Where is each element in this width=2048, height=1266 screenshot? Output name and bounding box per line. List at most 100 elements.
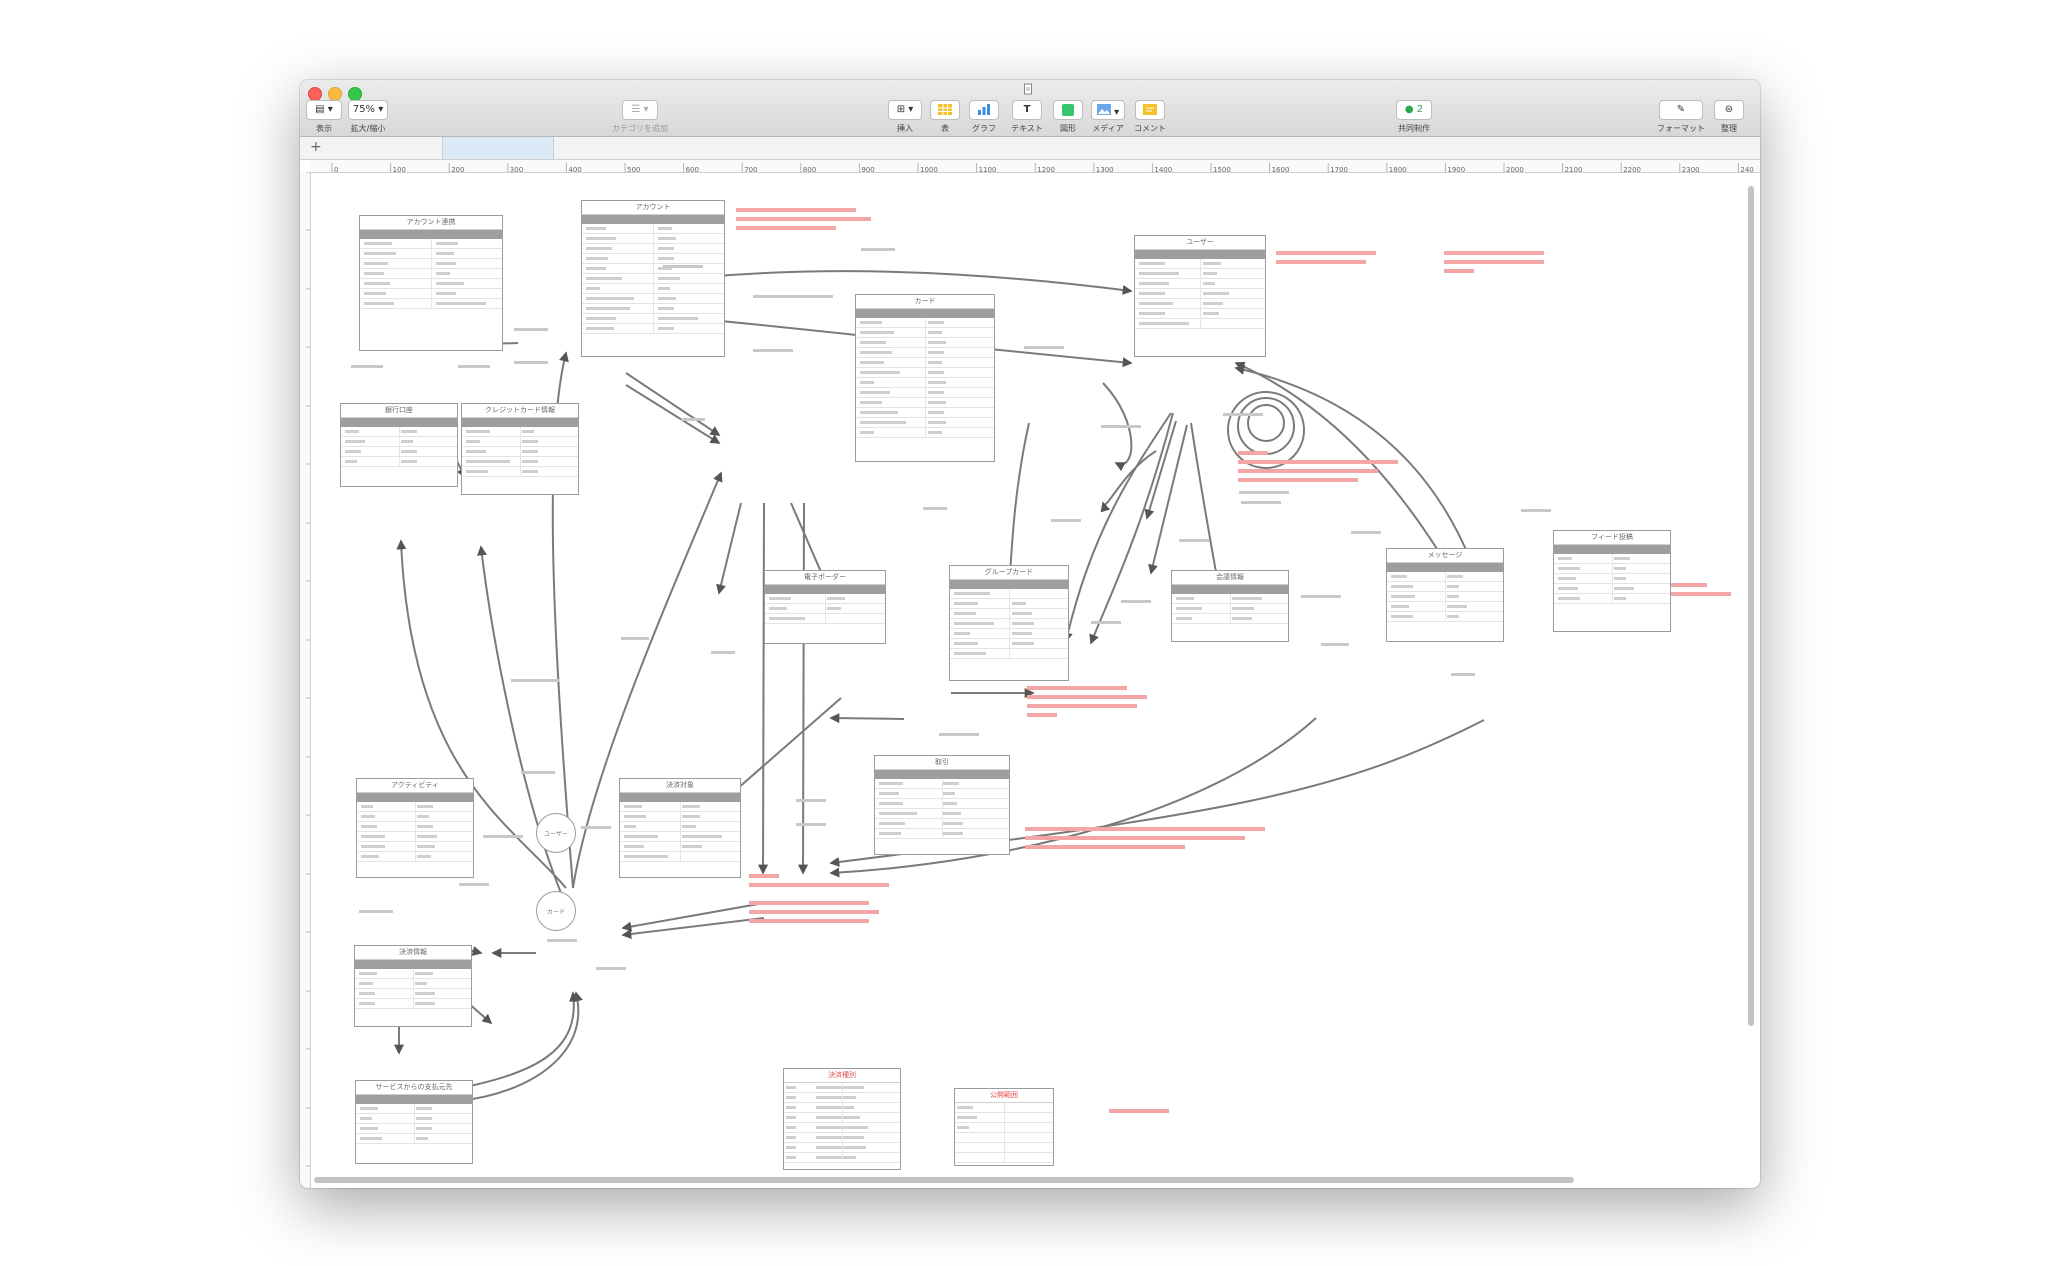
comment-button[interactable]: コメント: [1130, 100, 1170, 134]
ruler-tick-label: 0: [334, 166, 338, 174]
note-blur: [1238, 478, 1358, 482]
zoom-window-button[interactable]: [348, 87, 362, 101]
table-group-card[interactable]: グループカード: [949, 565, 1069, 681]
table-activity[interactable]: アクティビティ: [356, 778, 474, 878]
toolbar: ▤ ▾ 表示 75% ▾ 拡大/縮小 ☰ ▾ カテゴリを追加 ⊞ ▾ 挿入 表 …: [300, 80, 1760, 137]
media-button[interactable]: ▾ メディア: [1090, 100, 1126, 134]
note-blur: [1671, 583, 1707, 587]
ruler-tick-label: 2300: [1682, 166, 1700, 174]
table-label: 表: [941, 124, 949, 133]
zoom-label: 拡大/縮小: [350, 124, 386, 133]
label-blur: [514, 328, 548, 331]
label-blur: [1351, 531, 1381, 534]
table-bank-account[interactable]: 銀行口座: [340, 403, 458, 487]
insert-button[interactable]: ⊞ ▾ 挿入: [887, 100, 923, 134]
label-blur: [711, 651, 735, 654]
label-blur: [1301, 595, 1341, 598]
horizontal-scrollbar[interactable]: [314, 1177, 1574, 1183]
note-blur: [1671, 592, 1731, 596]
add-sheet-button[interactable]: +: [310, 139, 322, 155]
note-blur: [1027, 713, 1057, 717]
table-title: 決済情報: [355, 946, 471, 960]
table-settlement[interactable]: 決済情報: [354, 945, 472, 1027]
table-message[interactable]: メッセージ: [1386, 548, 1504, 642]
table-service-payer[interactable]: サービスからの支払元先: [355, 1080, 473, 1164]
collaborate-button[interactable]: ● 2 共同制作: [1392, 100, 1436, 134]
ruler-tick-label: 200: [451, 166, 464, 174]
table-gift[interactable]: 電子ポーダー: [764, 570, 886, 644]
ruler-tick-label: 240: [1740, 166, 1753, 174]
ruler-tick-label: 1400: [1154, 166, 1172, 174]
table-visibility[interactable]: 公開範囲: [954, 1088, 1054, 1166]
user-node[interactable]: ユーザー: [536, 813, 576, 853]
diagram-canvas[interactable]: アカウント連携 アカウント カード ユーザー 銀行口座 クレジットカード情報 電…: [311, 173, 1745, 1173]
format-button[interactable]: ✎ フォーマット: [1654, 100, 1708, 134]
minimize-window-button[interactable]: [328, 87, 342, 101]
shape-icon: [1062, 104, 1074, 116]
note-blur: [1276, 260, 1366, 264]
table-title: アクティビティ: [357, 779, 473, 793]
text-button[interactable]: T テキスト: [1007, 100, 1047, 134]
vertical-scrollbar[interactable]: [1748, 186, 1754, 1026]
ruler-tick-label: 1100: [979, 166, 997, 174]
label-blur: [547, 939, 577, 942]
organize-button[interactable]: ⊜ 整理: [1712, 100, 1746, 134]
table-settlement-type[interactable]: 決済種別: [783, 1068, 901, 1170]
view-menu[interactable]: ▤ ▾ 表示: [306, 100, 342, 134]
table-card[interactable]: カード: [855, 294, 995, 462]
shape-label: 図形: [1060, 124, 1076, 133]
table-title: 決済種別: [784, 1069, 900, 1083]
shape-button[interactable]: 図形: [1052, 100, 1084, 134]
table-button[interactable]: 表: [929, 100, 961, 134]
note-blur: [749, 883, 889, 887]
table-user[interactable]: ユーザー: [1134, 235, 1266, 357]
note-blur: [1444, 260, 1544, 264]
ruler-tick-label: 300: [510, 166, 523, 174]
comment-icon: [1143, 104, 1157, 115]
insert-icon: ⊞ ▾: [888, 100, 922, 120]
table-title: クレジットカード情報: [462, 404, 578, 418]
table-title: メッセージ: [1387, 549, 1503, 563]
label-blur: [681, 418, 705, 421]
table-account[interactable]: アカウント: [581, 200, 725, 357]
table-payment-target[interactable]: 決済対象: [619, 778, 741, 878]
label-blur: [1451, 673, 1475, 676]
note-blur: [736, 208, 856, 212]
close-window-button[interactable]: [308, 87, 322, 101]
label-blur: [861, 248, 895, 251]
sidebar-view-icon: ▤ ▾: [306, 100, 342, 120]
zoom-menu[interactable]: 75% ▾ 拡大/縮小: [344, 100, 392, 134]
table-transaction[interactable]: 取引: [874, 755, 1010, 855]
comment-label: コメント: [1134, 124, 1166, 133]
chart-button[interactable]: グラフ: [968, 100, 1000, 134]
note-blur: [1444, 251, 1544, 255]
sheet-tab-active[interactable]: [442, 137, 554, 159]
label-blur: [1241, 501, 1281, 504]
label-blur: [621, 637, 649, 640]
label-blur: [359, 910, 393, 913]
table-meeting[interactable]: 会議情報: [1171, 570, 1289, 642]
label-blur: [1179, 539, 1209, 542]
ruler-tick-label: 1000: [920, 166, 938, 174]
label-blur: [483, 835, 523, 838]
ruler-tick-label: 2000: [1506, 166, 1524, 174]
table-title: フィード投稿: [1554, 531, 1670, 545]
view-label: 表示: [316, 124, 332, 133]
table-credit-card[interactable]: クレジットカード情報: [461, 403, 579, 495]
insert-label: 挿入: [897, 124, 913, 133]
vertical-ruler-ticks: [306, 171, 310, 1167]
label-blur: [923, 507, 947, 510]
category-button[interactable]: ☰ ▾ カテゴリを追加: [605, 100, 675, 134]
sheet-tab-bar: +: [300, 137, 1760, 160]
label-blur: [1091, 621, 1121, 624]
label-blur: [1101, 425, 1141, 428]
chart-label: グラフ: [972, 124, 996, 133]
label-blur: [1521, 509, 1551, 512]
label-blur: [1024, 346, 1064, 349]
text-label: テキスト: [1011, 124, 1043, 133]
table-account-link[interactable]: アカウント連携: [359, 215, 503, 351]
note-blur: [1025, 827, 1265, 831]
card-node[interactable]: カード: [536, 891, 576, 931]
table-feed[interactable]: フィード投稿: [1553, 530, 1671, 632]
